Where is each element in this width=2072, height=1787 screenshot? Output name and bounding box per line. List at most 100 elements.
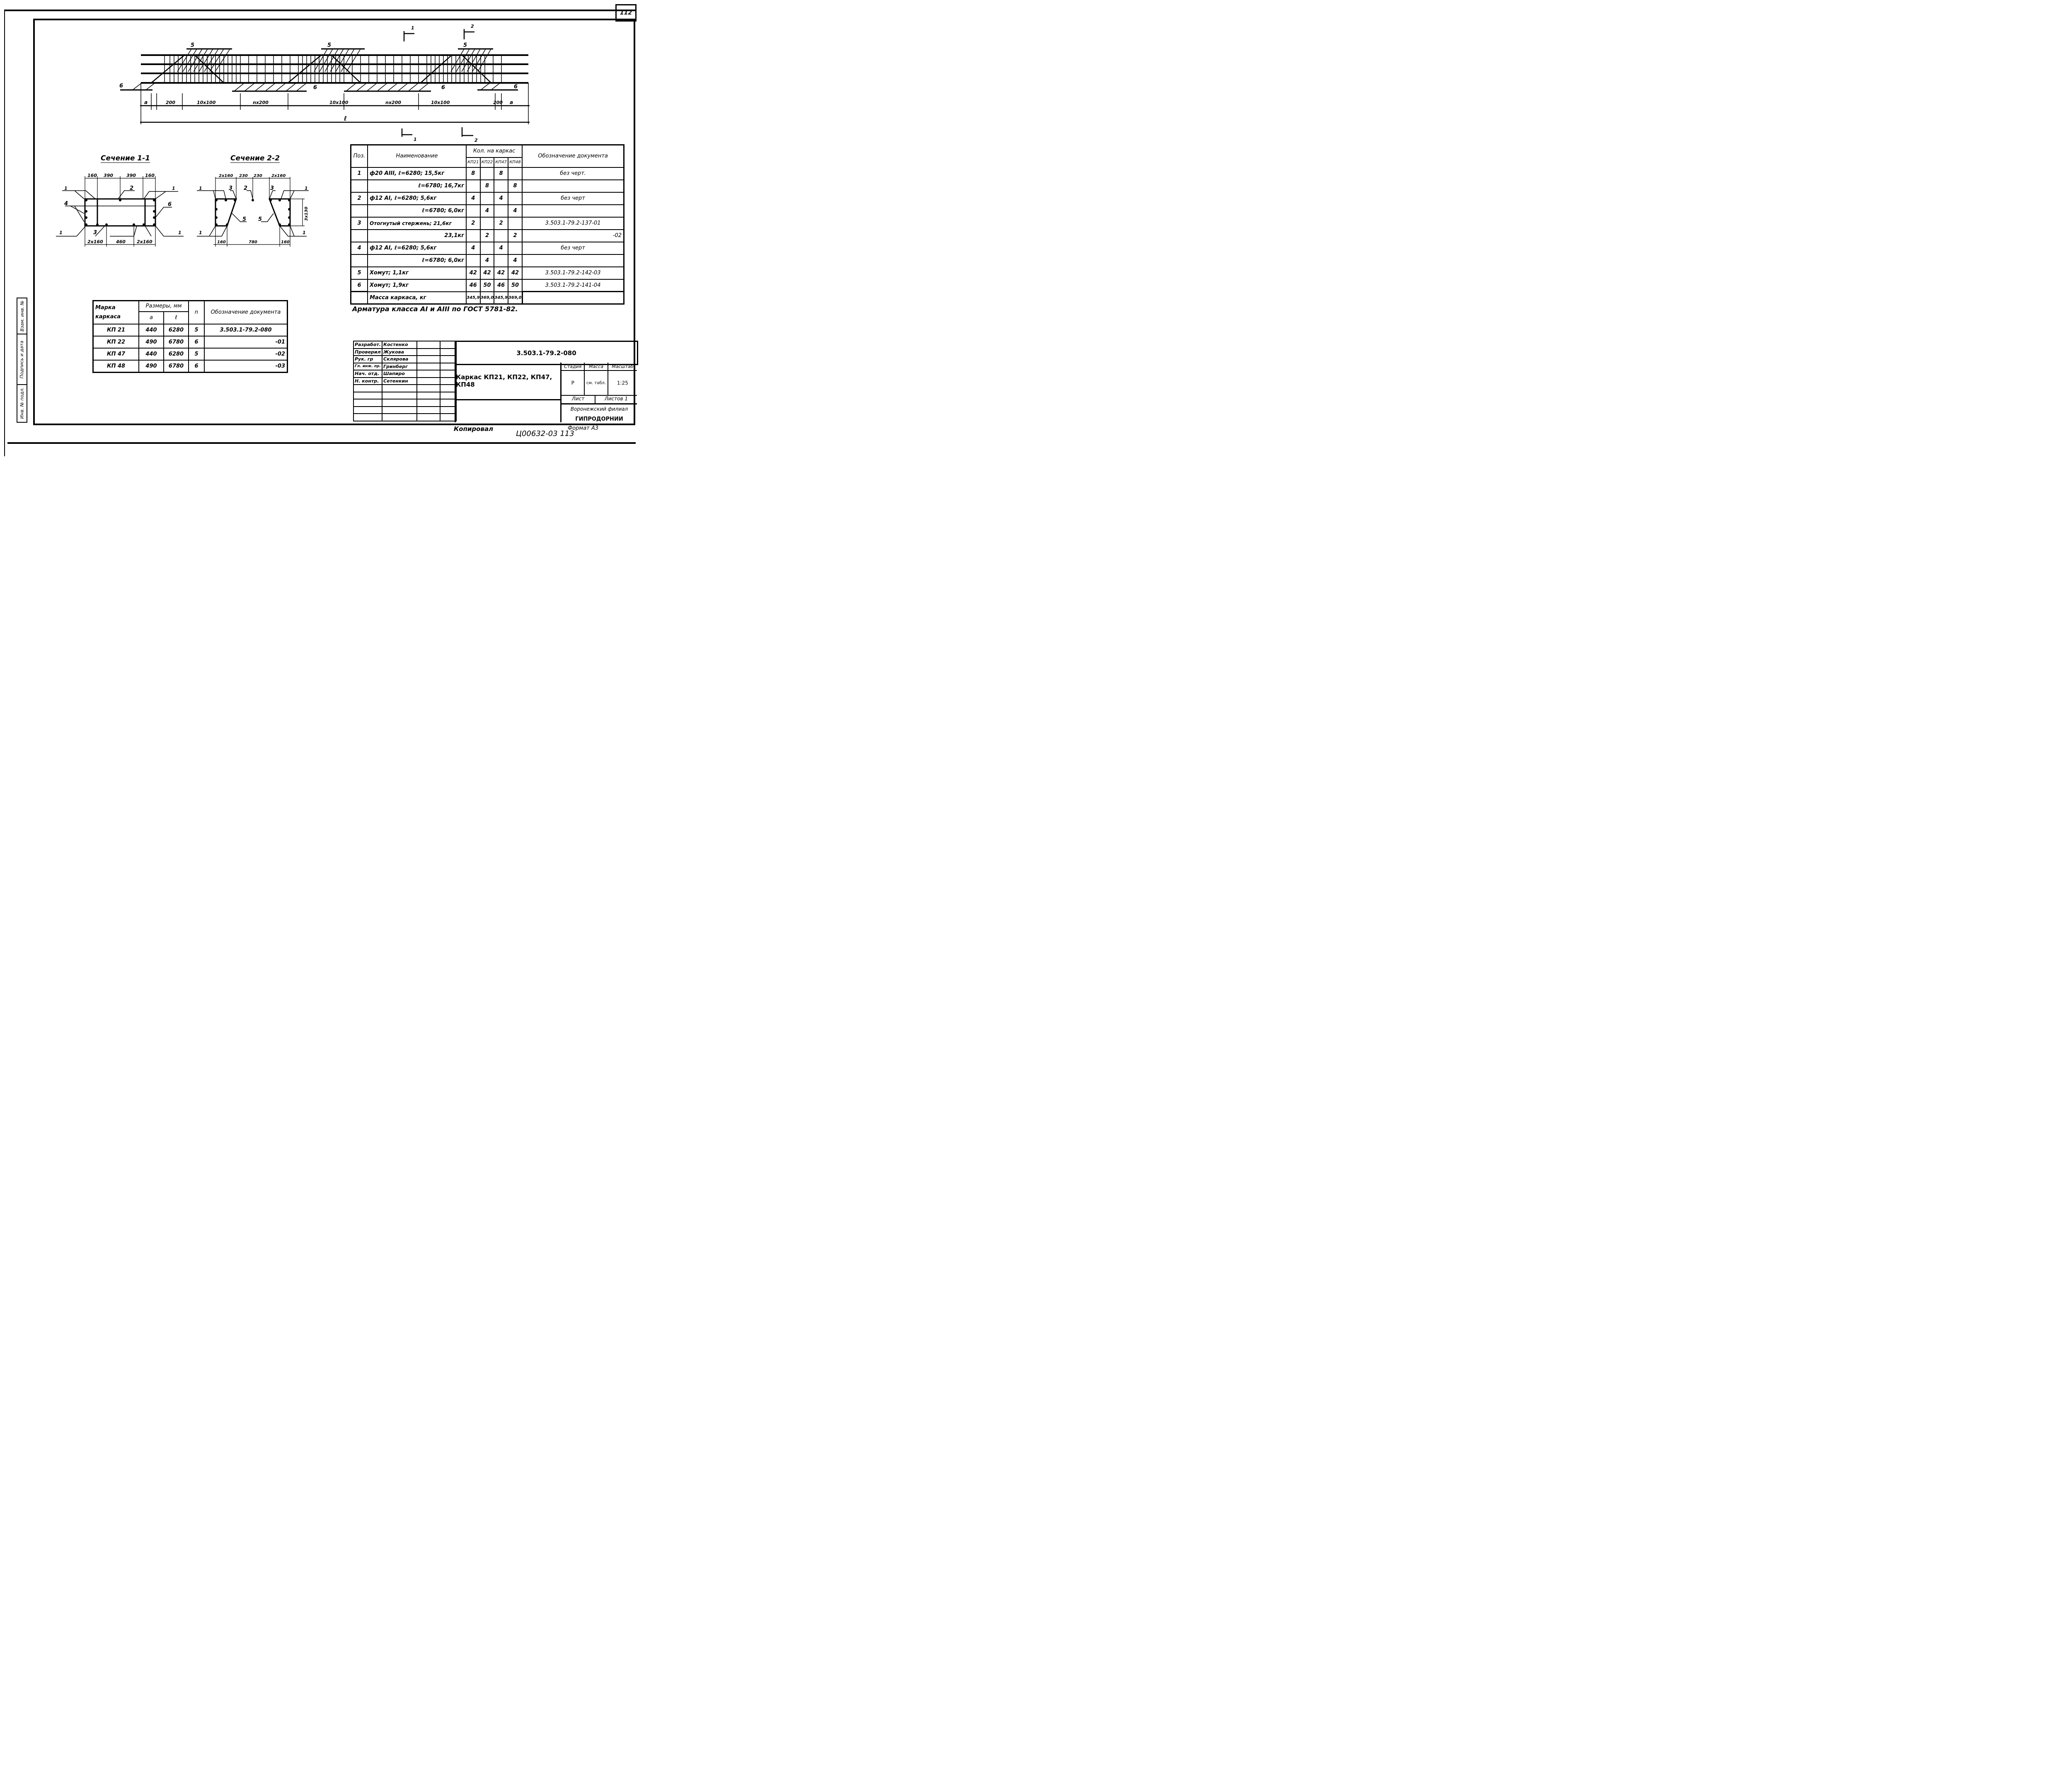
- svg-text:4: 4: [64, 201, 68, 207]
- outer-frame: [4, 10, 637, 456]
- svg-text:2: 2: [474, 138, 478, 143]
- svg-text:1: 1: [59, 230, 63, 235]
- svg-text:6: 6: [168, 201, 172, 208]
- svg-text:a: a: [144, 99, 148, 105]
- svg-text:1: 1: [178, 230, 182, 235]
- header-n: n: [188, 300, 205, 324]
- svg-text:2: 2: [471, 24, 474, 29]
- svg-text:230: 230: [254, 174, 262, 178]
- svg-text:1: 1: [64, 186, 68, 191]
- svg-text:1: 1: [199, 230, 202, 235]
- header-name: Наименование: [367, 144, 467, 168]
- header-doc: Обозначение документа: [522, 144, 625, 168]
- svg-text:3x130: 3x130: [304, 207, 309, 221]
- svg-text:a: a: [510, 99, 513, 105]
- organization-branch: Воронежский филиал: [570, 406, 628, 412]
- svg-text:1: 1: [303, 230, 306, 235]
- svg-text:160: 160: [217, 240, 226, 245]
- inventory-number: Ц00632-03 113: [516, 429, 574, 438]
- svg-text:10x100: 10x100: [197, 100, 216, 105]
- header-doc: Обозначение документа: [204, 300, 288, 324]
- svg-text:5: 5: [327, 42, 331, 48]
- svg-text:2x160: 2x160: [87, 239, 103, 245]
- header-pos: Поз.: [350, 144, 368, 168]
- svg-text:1: 1: [414, 137, 417, 142]
- section-1-1-title: Сечение 1-1: [101, 154, 150, 162]
- drawing-frame: [33, 19, 635, 425]
- svg-text:nx200: nx200: [253, 100, 269, 105]
- empty-cell: [455, 399, 562, 422]
- svg-text:1: 1: [172, 186, 175, 191]
- header-sizes: Размеры, мм: [138, 300, 189, 312]
- svg-text:1: 1: [305, 186, 308, 191]
- svg-text:3: 3: [93, 230, 97, 236]
- svg-text:ℓ: ℓ: [344, 115, 347, 122]
- svg-text:2x160: 2x160: [271, 174, 286, 178]
- callout-5: 5: [191, 42, 194, 48]
- svg-text:2x160: 2x160: [219, 174, 233, 178]
- svg-text:1: 1: [199, 186, 202, 191]
- svg-text:10x100: 10x100: [431, 100, 450, 105]
- svg-text:160: 160: [87, 173, 97, 178]
- svg-text:390: 390: [126, 173, 136, 178]
- section-2-2-drawing: 2x160 230 230 2x160 160 780 160 3x130 1 …: [197, 174, 309, 247]
- svg-text:2: 2: [130, 185, 133, 191]
- svg-text:460: 460: [116, 239, 126, 245]
- svg-text:6: 6: [313, 85, 317, 91]
- side-strip-blank: [26, 298, 34, 421]
- copied-by: Копировал: [454, 425, 494, 433]
- header-qty-group: Кол. на каркас: [465, 144, 523, 158]
- svg-text:200: 200: [493, 100, 503, 105]
- svg-text:160: 160: [281, 240, 290, 245]
- frame-marks-table: Марка каркаса Размеры, мм n Обозначение …: [92, 300, 288, 373]
- header-mark: Марка каркаса: [92, 300, 139, 324]
- stage-value: Р: [562, 371, 585, 395]
- svg-text:3: 3: [270, 185, 274, 191]
- sheet-number: 112: [615, 4, 637, 22]
- svg-text:160: 160: [145, 173, 155, 178]
- section-1-1-drawing: 160 390 390 160 2x160 460 2x160 1 2 1 4 …: [56, 173, 184, 247]
- mass-value: см. табл.: [585, 371, 608, 395]
- svg-text:5: 5: [463, 42, 467, 48]
- bottom-trim-line: [7, 442, 636, 444]
- section-marks-lower: 1 2: [401, 127, 478, 143]
- svg-text:2: 2: [244, 185, 247, 191]
- svg-text:nx200: nx200: [385, 100, 401, 105]
- document-code: 3.503.1-79.2-080: [455, 341, 638, 365]
- stage-mass-scale: Стадия Масса Масштаб Р см. табл. 1:25 Ли…: [560, 363, 637, 422]
- svg-text:200: 200: [166, 100, 175, 105]
- svg-text:230: 230: [239, 174, 248, 178]
- svg-text:5: 5: [242, 216, 246, 223]
- svg-text:2x160: 2x160: [137, 239, 152, 245]
- svg-text:780: 780: [249, 240, 257, 245]
- svg-text:1: 1: [411, 25, 414, 31]
- svg-text:390: 390: [104, 173, 113, 178]
- elevation-drawing: 5 5 5 6 6 6 6 1 2 a 200 10x100 nx200 10x…: [119, 24, 530, 124]
- svg-text:3: 3: [229, 185, 232, 191]
- organization-name: ГИПРОДОРНИИ: [575, 416, 623, 422]
- side-strip: Взам. инв. № Подпись и дата Инв. № подл.: [17, 298, 27, 423]
- svg-text:6: 6: [119, 83, 123, 89]
- reinforcement-note: Арматура класса АI и АIII по ГОСТ 5781-8…: [352, 305, 518, 313]
- svg-text:10x100: 10x100: [329, 100, 349, 105]
- drawing-name: Каркас КП21, КП22, КП47, КП48: [455, 363, 562, 400]
- svg-text:6: 6: [441, 85, 445, 91]
- paper-format: Формат А3: [568, 425, 599, 431]
- section-2-2-title: Сечение 2-2: [230, 154, 280, 162]
